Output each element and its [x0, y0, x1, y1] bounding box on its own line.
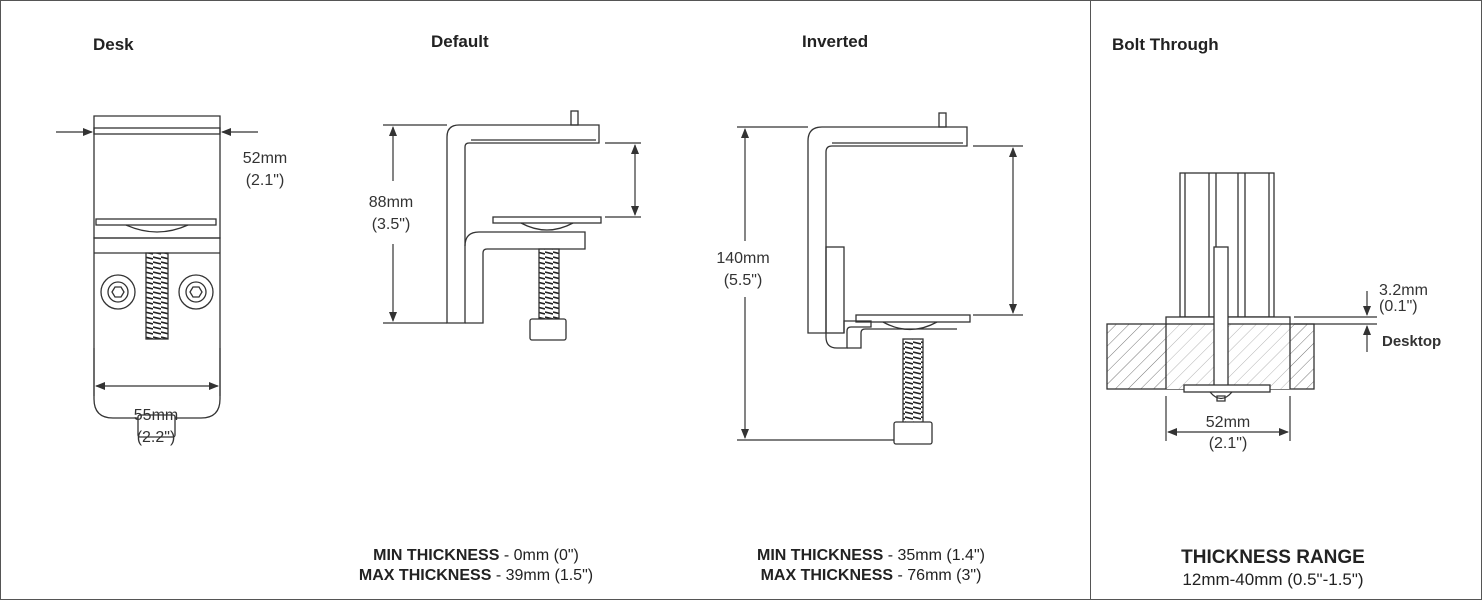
inverted-height-mm: 140mm: [716, 250, 769, 267]
inverted-max-label: MAX THICKNESS: [760, 567, 894, 584]
heading-bolt-through: Bolt Through: [1112, 35, 1219, 54]
bolt-through-specs: THICKNESS RANGE 12mm-40mm (0.5"-1.5"): [1133, 547, 1413, 591]
bolt-plate-dim-in: (0.1"): [1379, 298, 1418, 315]
inverted-min-value: - 35mm (1.4"): [883, 547, 985, 564]
inverted-clamp-drawing: [807, 112, 971, 445]
default-min-line: MIN THICKNESS - 0mm (0"): [307, 546, 645, 566]
section-divider: [1090, 1, 1091, 599]
inverted-max-line: MAX THICKNESS - 76mm (3"): [695, 566, 1047, 586]
inverted-dimension-lines: [737, 126, 1023, 441]
thickness-range-title: THICKNESS RANGE: [1181, 547, 1365, 568]
inverted-max-value: - 76mm (3"): [893, 567, 982, 584]
desk-clamp-drawing: [93, 115, 221, 438]
bolt-width-in: (2.1"): [1209, 435, 1248, 452]
inverted-min-label: MIN THICKNESS: [757, 547, 884, 564]
heading-default: Default: [431, 32, 489, 51]
default-height-in: (3.5"): [372, 216, 411, 233]
desk-bottom-dim-mm: 55mm: [134, 407, 178, 424]
default-max-label: MAX THICKNESS: [358, 567, 492, 584]
heading-desk: Desk: [93, 35, 134, 54]
bolt-plate-dim-mm: 3.2mm: [1379, 282, 1428, 299]
default-dimension-lines: [383, 124, 641, 324]
thickness-range-value: 12mm-40mm (0.5"-1.5"): [1182, 570, 1364, 589]
default-max-line: MAX THICKNESS - 39mm (1.5"): [307, 566, 645, 586]
heading-inverted: Inverted: [802, 32, 869, 51]
desktop-label: Desktop: [1382, 333, 1441, 350]
desk-top-dim-in: (2.1"): [246, 172, 285, 189]
inverted-min-line: MIN THICKNESS - 35mm (1.4"): [695, 546, 1047, 566]
bolt-width-mm: 52mm: [1206, 414, 1250, 431]
default-clamp-drawing: [446, 110, 602, 341]
desk-dimension-lines: [56, 128, 258, 396]
bolt-through-drawing: [1106, 172, 1315, 402]
default-specs: MIN THICKNESS - 0mm (0") MAX THICKNESS -…: [307, 546, 645, 586]
default-max-value: - 39mm (1.5"): [491, 567, 594, 584]
default-min-label: MIN THICKNESS: [373, 547, 500, 564]
inverted-height-in: (5.5"): [724, 272, 763, 289]
default-height-mm: 88mm: [369, 194, 413, 211]
desk-top-dim-mm: 52mm: [243, 150, 287, 167]
default-min-value: - 0mm (0"): [499, 547, 579, 564]
bolt-through-dimension-lines: [1165, 291, 1377, 441]
desk-bottom-dim-in: (2.2"): [137, 429, 176, 446]
inverted-specs: MIN THICKNESS - 35mm (1.4") MAX THICKNES…: [695, 546, 1047, 586]
